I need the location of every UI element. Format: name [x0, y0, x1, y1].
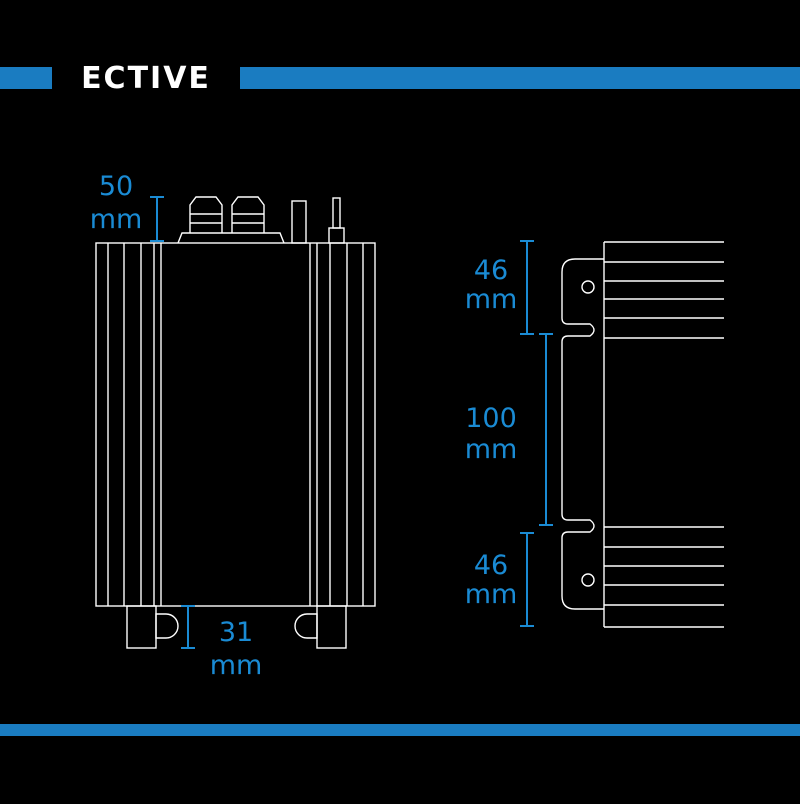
- middle-dimension-unit: mm: [465, 434, 518, 465]
- top-accent-bar-left: [0, 67, 52, 89]
- foot-dimension-unit: mm: [210, 650, 263, 681]
- top-dimension-46mm: 46 mm: [465, 240, 534, 335]
- switch-tab: [291, 200, 307, 244]
- height-dimension-value: 50: [99, 171, 133, 202]
- bottom-dimension-value: 46: [474, 550, 508, 581]
- foot-dimension-31mm: 31 mm: [181, 605, 263, 681]
- front-view: 50 mm 31 mm: [90, 171, 376, 681]
- upper-mounting-hole: [581, 280, 595, 294]
- left-mounting-foot: [126, 605, 179, 649]
- bottom-accent-bar: [0, 724, 800, 736]
- left-heatsink-fins: [107, 243, 162, 606]
- middle-dimension-value: 100: [465, 403, 517, 434]
- top-dimension-value: 46: [474, 255, 508, 286]
- signal-plug: [328, 197, 345, 244]
- right-mounting-foot: [294, 605, 347, 649]
- middle-dimension-100mm: 100 mm: [465, 333, 553, 526]
- mounting-flange: [561, 258, 604, 610]
- cable-gland-connectors: [177, 196, 285, 244]
- bottom-dimension-46mm: 46 mm: [465, 532, 534, 627]
- lower-mounting-hole: [581, 573, 595, 587]
- side-body: [603, 241, 724, 628]
- bottom-dimension-unit: mm: [465, 579, 518, 610]
- right-heatsink-fins: [309, 243, 364, 606]
- top-dimension-unit: mm: [465, 284, 518, 315]
- brand-logo: ECTIVE: [81, 61, 211, 96]
- height-dimension-unit: mm: [90, 204, 143, 235]
- device-body: [95, 242, 376, 607]
- side-view: 46 mm 100 mm 46 mm: [465, 240, 724, 628]
- foot-dimension-value: 31: [219, 617, 253, 648]
- side-lower-fins: [604, 526, 724, 606]
- side-upper-fins: [604, 261, 724, 339]
- top-accent-bar-right: [240, 67, 800, 89]
- height-dimension-50mm: 50 mm: [90, 171, 164, 242]
